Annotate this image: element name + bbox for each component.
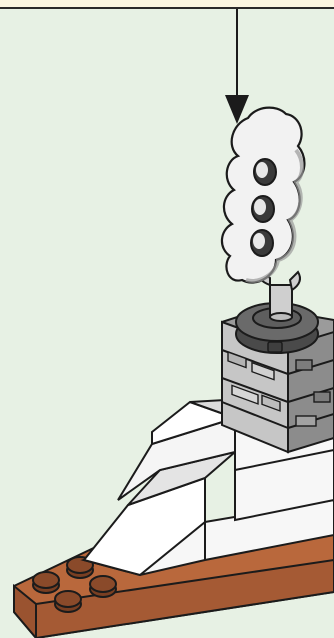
flower-center bbox=[254, 159, 276, 185]
white-flower-piece bbox=[222, 108, 304, 283]
flower-center bbox=[252, 196, 274, 222]
down-arrow-icon bbox=[225, 9, 249, 124]
stud bbox=[90, 576, 116, 597]
flower-center bbox=[251, 230, 273, 256]
stud bbox=[33, 572, 59, 593]
stud bbox=[55, 591, 81, 612]
